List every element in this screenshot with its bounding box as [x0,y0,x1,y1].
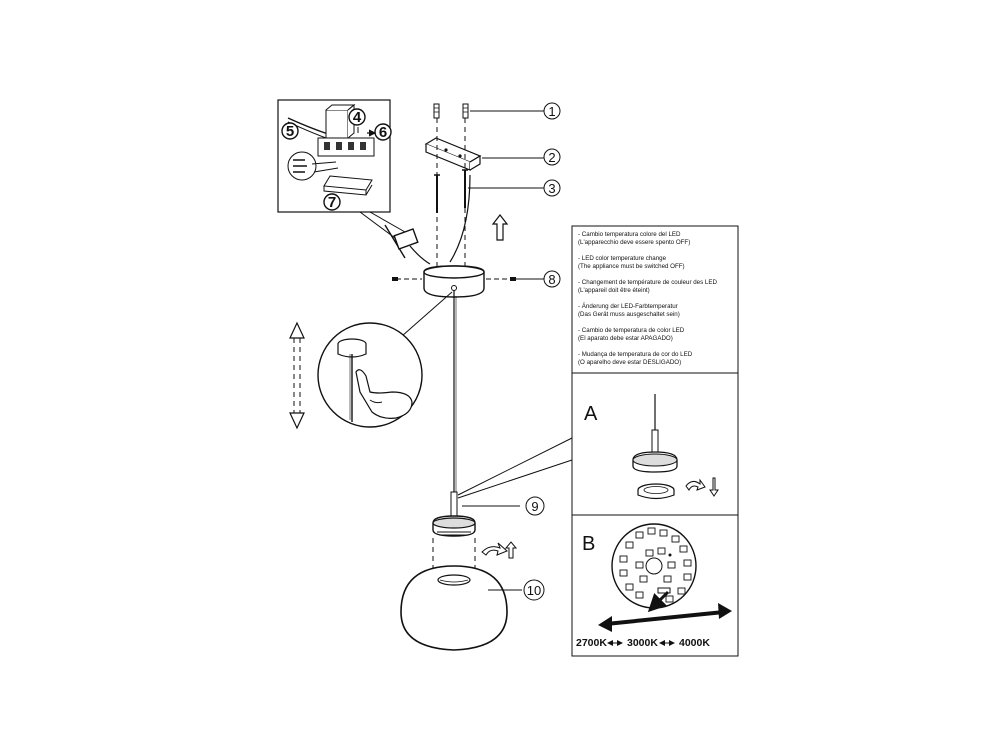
panel-b-label: B [582,533,595,555]
fr-title: - Changement de température de couleur d… [578,279,717,286]
glass-shade [400,565,508,651]
connector-block [393,228,419,250]
switch-direction-arrow-icon [598,603,732,632]
callout-7: 7 [328,194,336,211]
color-temp-4000: 4000K [679,637,710,649]
callout-10: 10 [527,583,541,598]
canopy [423,265,485,298]
es-note: (El aparato debe estar APAGADO) [578,335,673,342]
up-arrow-small-icon [504,541,518,559]
callout-8: 8 [548,272,555,287]
up-down-arrow-icon [289,321,305,430]
panel-a-illustration [632,394,719,500]
lamp-holder [432,491,476,537]
de-title: - Änderung der LED-Farbtemperatur [578,303,678,310]
mounting-screws [434,169,468,213]
it-title: - Cambio temperatura colore del LED [578,231,681,238]
callout-4: 4 [353,109,362,126]
wiring-detail-inset: 4 5 6 7 [277,99,392,213]
callout-5: 5 [286,123,294,140]
color-temp-2700: 2700K [576,637,607,649]
en-title: - LED color temperature change [578,255,667,262]
rotate-arrow-icon [481,542,508,556]
color-temp-3000: 3000K [627,637,658,649]
callout-9: 9 [531,499,538,514]
callout-6: 6 [379,124,387,141]
it-note: (L'apparecchio deve essere spento OFF) [578,239,690,246]
up-arrow-icon [491,214,509,241]
panel-a-label: A [584,403,598,425]
mounting-bracket [424,137,482,171]
pt-note: (O aparelho deve estar DESLIGADO) [578,359,681,366]
en-note: (The appliance must be switched OFF) [578,263,685,270]
fr-note: (L'appareil doit être éteint) [578,287,650,294]
callout-3: 3 [548,181,555,196]
callout-1: 1 [548,104,555,119]
es-title: - Cambio de temperatura de color LED [578,327,685,334]
callout-2: 2 [548,150,555,165]
instruction-panel: - Cambio temperatura colore del LED (L'a… [571,225,739,657]
led-board [611,523,697,609]
cable-adjust-detail [317,322,423,428]
de-note: (Das Gerät muss ausgeschaltet sein) [578,311,680,318]
pt-title: - Mudança de temperatura de cor do LED [578,351,693,358]
wall-plugs [433,103,469,119]
